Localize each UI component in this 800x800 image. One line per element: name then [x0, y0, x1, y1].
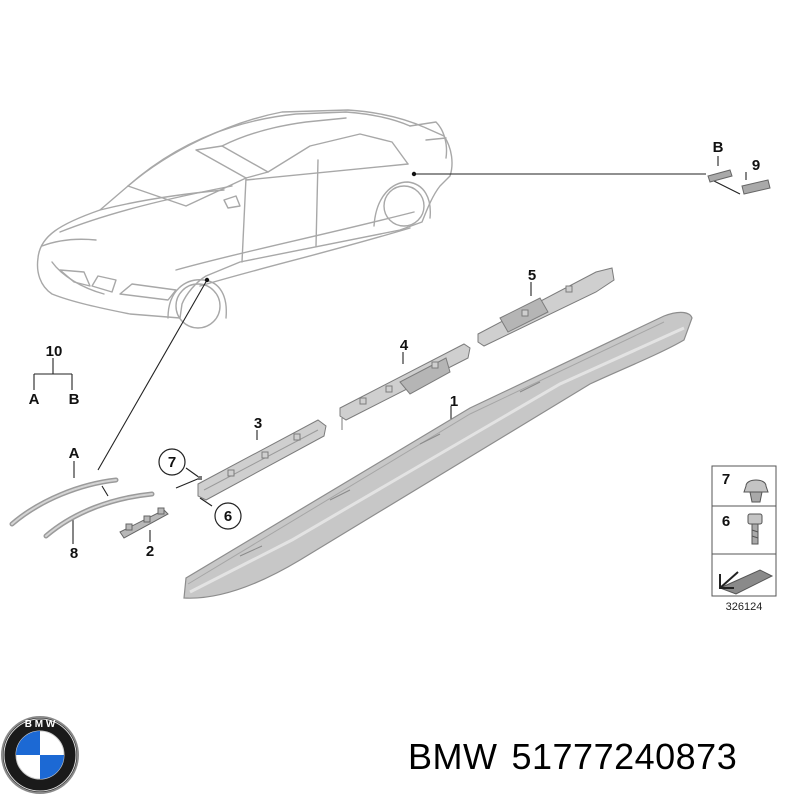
screw-icon	[747, 513, 763, 545]
position-arrow-icon	[718, 569, 774, 595]
callout-1: 1	[450, 393, 458, 410]
fastener-legend: 7 6	[711, 465, 777, 597]
legend-7-label: 7	[722, 471, 730, 488]
catalog-number: 326124	[726, 601, 763, 613]
fastener-icon	[198, 476, 202, 480]
trim-strip-a	[9, 477, 119, 527]
callout-8: 8	[70, 545, 78, 562]
callout-3: 3	[254, 415, 262, 432]
callout-10: 10	[46, 343, 63, 360]
svg-text:B M W: B M W	[25, 719, 56, 730]
clip-strip-part-2	[119, 507, 169, 539]
callout-7: 7	[168, 454, 176, 471]
trim-strip-8	[43, 491, 155, 539]
bracket-part-4	[339, 343, 471, 430]
callout-4: 4	[400, 337, 409, 354]
leader-lines	[33, 156, 747, 544]
bracket-part-5	[477, 267, 615, 347]
leader-dots	[204, 171, 417, 283]
bmw-logo: B M W	[1, 716, 79, 794]
side-skirt-part	[183, 311, 693, 599]
callout-b-group: B	[69, 391, 80, 408]
footer-title: BMW 51777240873	[408, 736, 751, 778]
bracket-part-3	[197, 419, 327, 501]
callout-6-circle: 6	[214, 502, 242, 530]
callout-6: 6	[224, 508, 232, 525]
callout-5: 5	[528, 267, 536, 284]
car-outline	[36, 109, 453, 329]
part-b-piece	[707, 169, 733, 183]
legend-6-label: 6	[722, 513, 730, 530]
brand-name: BMW	[408, 736, 498, 777]
callout-2: 2	[146, 543, 154, 560]
part-number: 51777240873	[511, 736, 738, 777]
part-9-piece	[741, 179, 771, 195]
callout-a-strip: A	[69, 445, 80, 462]
callout-7-circle: 7	[158, 448, 186, 476]
callout-a-group: A	[29, 391, 40, 408]
callout-b-top: B	[713, 139, 724, 156]
callout-9: 9	[752, 157, 760, 174]
clip-nut-icon	[743, 479, 769, 503]
